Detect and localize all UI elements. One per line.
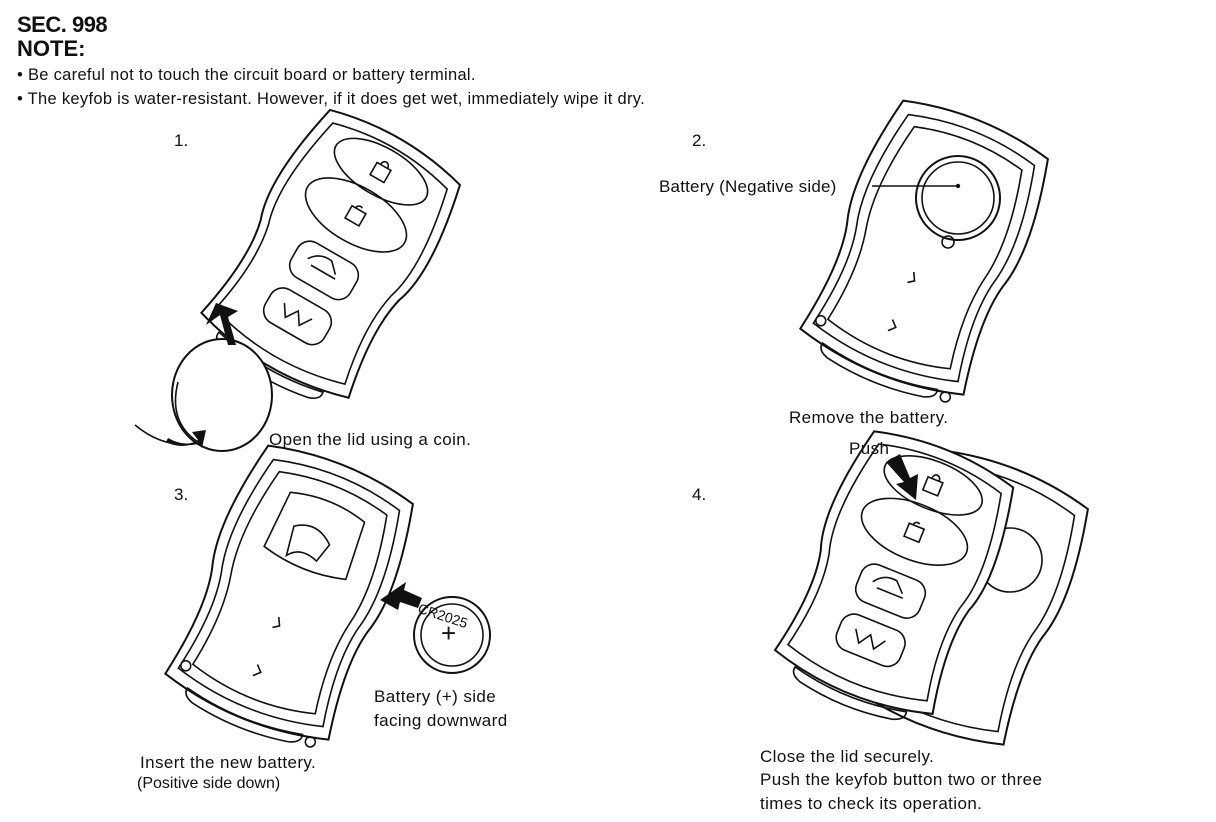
battery-callout-label: Battery (Negative side) bbox=[659, 177, 837, 196]
note-title: NOTE: bbox=[17, 36, 86, 61]
step-1-caption: Open the lid using a coin. bbox=[269, 430, 472, 449]
battery-note-line-1: Battery (+) side bbox=[374, 687, 497, 706]
step-3-number: 3. bbox=[174, 485, 189, 504]
step-2-caption: Remove the battery. bbox=[789, 408, 949, 427]
step-2-number: 2. bbox=[692, 131, 707, 150]
keyfob-front bbox=[188, 96, 475, 421]
battery-negative-side bbox=[916, 156, 1000, 240]
push-arrow-icon bbox=[886, 454, 918, 500]
rotate-arrow-icon bbox=[206, 303, 238, 345]
step-4-caption-line-2: Push the keyfob button two or three bbox=[760, 770, 1043, 789]
new-battery bbox=[414, 597, 490, 673]
coin bbox=[172, 339, 272, 451]
step-3-caption: Insert the new battery. bbox=[140, 753, 317, 772]
section-number: SEC. 998 bbox=[17, 12, 108, 37]
push-label: Push bbox=[849, 439, 890, 458]
step-4-number: 4. bbox=[692, 485, 707, 504]
battery-note-line-2: facing downward bbox=[374, 711, 508, 730]
battery-plus-sign: + bbox=[441, 618, 457, 648]
note-bullet-water: • The keyfob is water-resistant. However… bbox=[17, 90, 645, 108]
keyfob-front-lid bbox=[764, 418, 1027, 738]
step-1-number: 1. bbox=[174, 131, 189, 150]
keyfob-empty-case bbox=[155, 432, 427, 761]
insert-arrow-icon bbox=[380, 582, 422, 610]
step-4-caption-line-1: Close the lid securely. bbox=[760, 747, 935, 766]
coin-turn-arrow-icon bbox=[166, 430, 206, 448]
step-4-caption-line-3: times to check its operation. bbox=[760, 794, 983, 813]
step-3-subcaption: (Positive side down) bbox=[137, 775, 281, 792]
note-bullet-circuit: • Be careful not to touch the circuit bo… bbox=[17, 66, 476, 84]
